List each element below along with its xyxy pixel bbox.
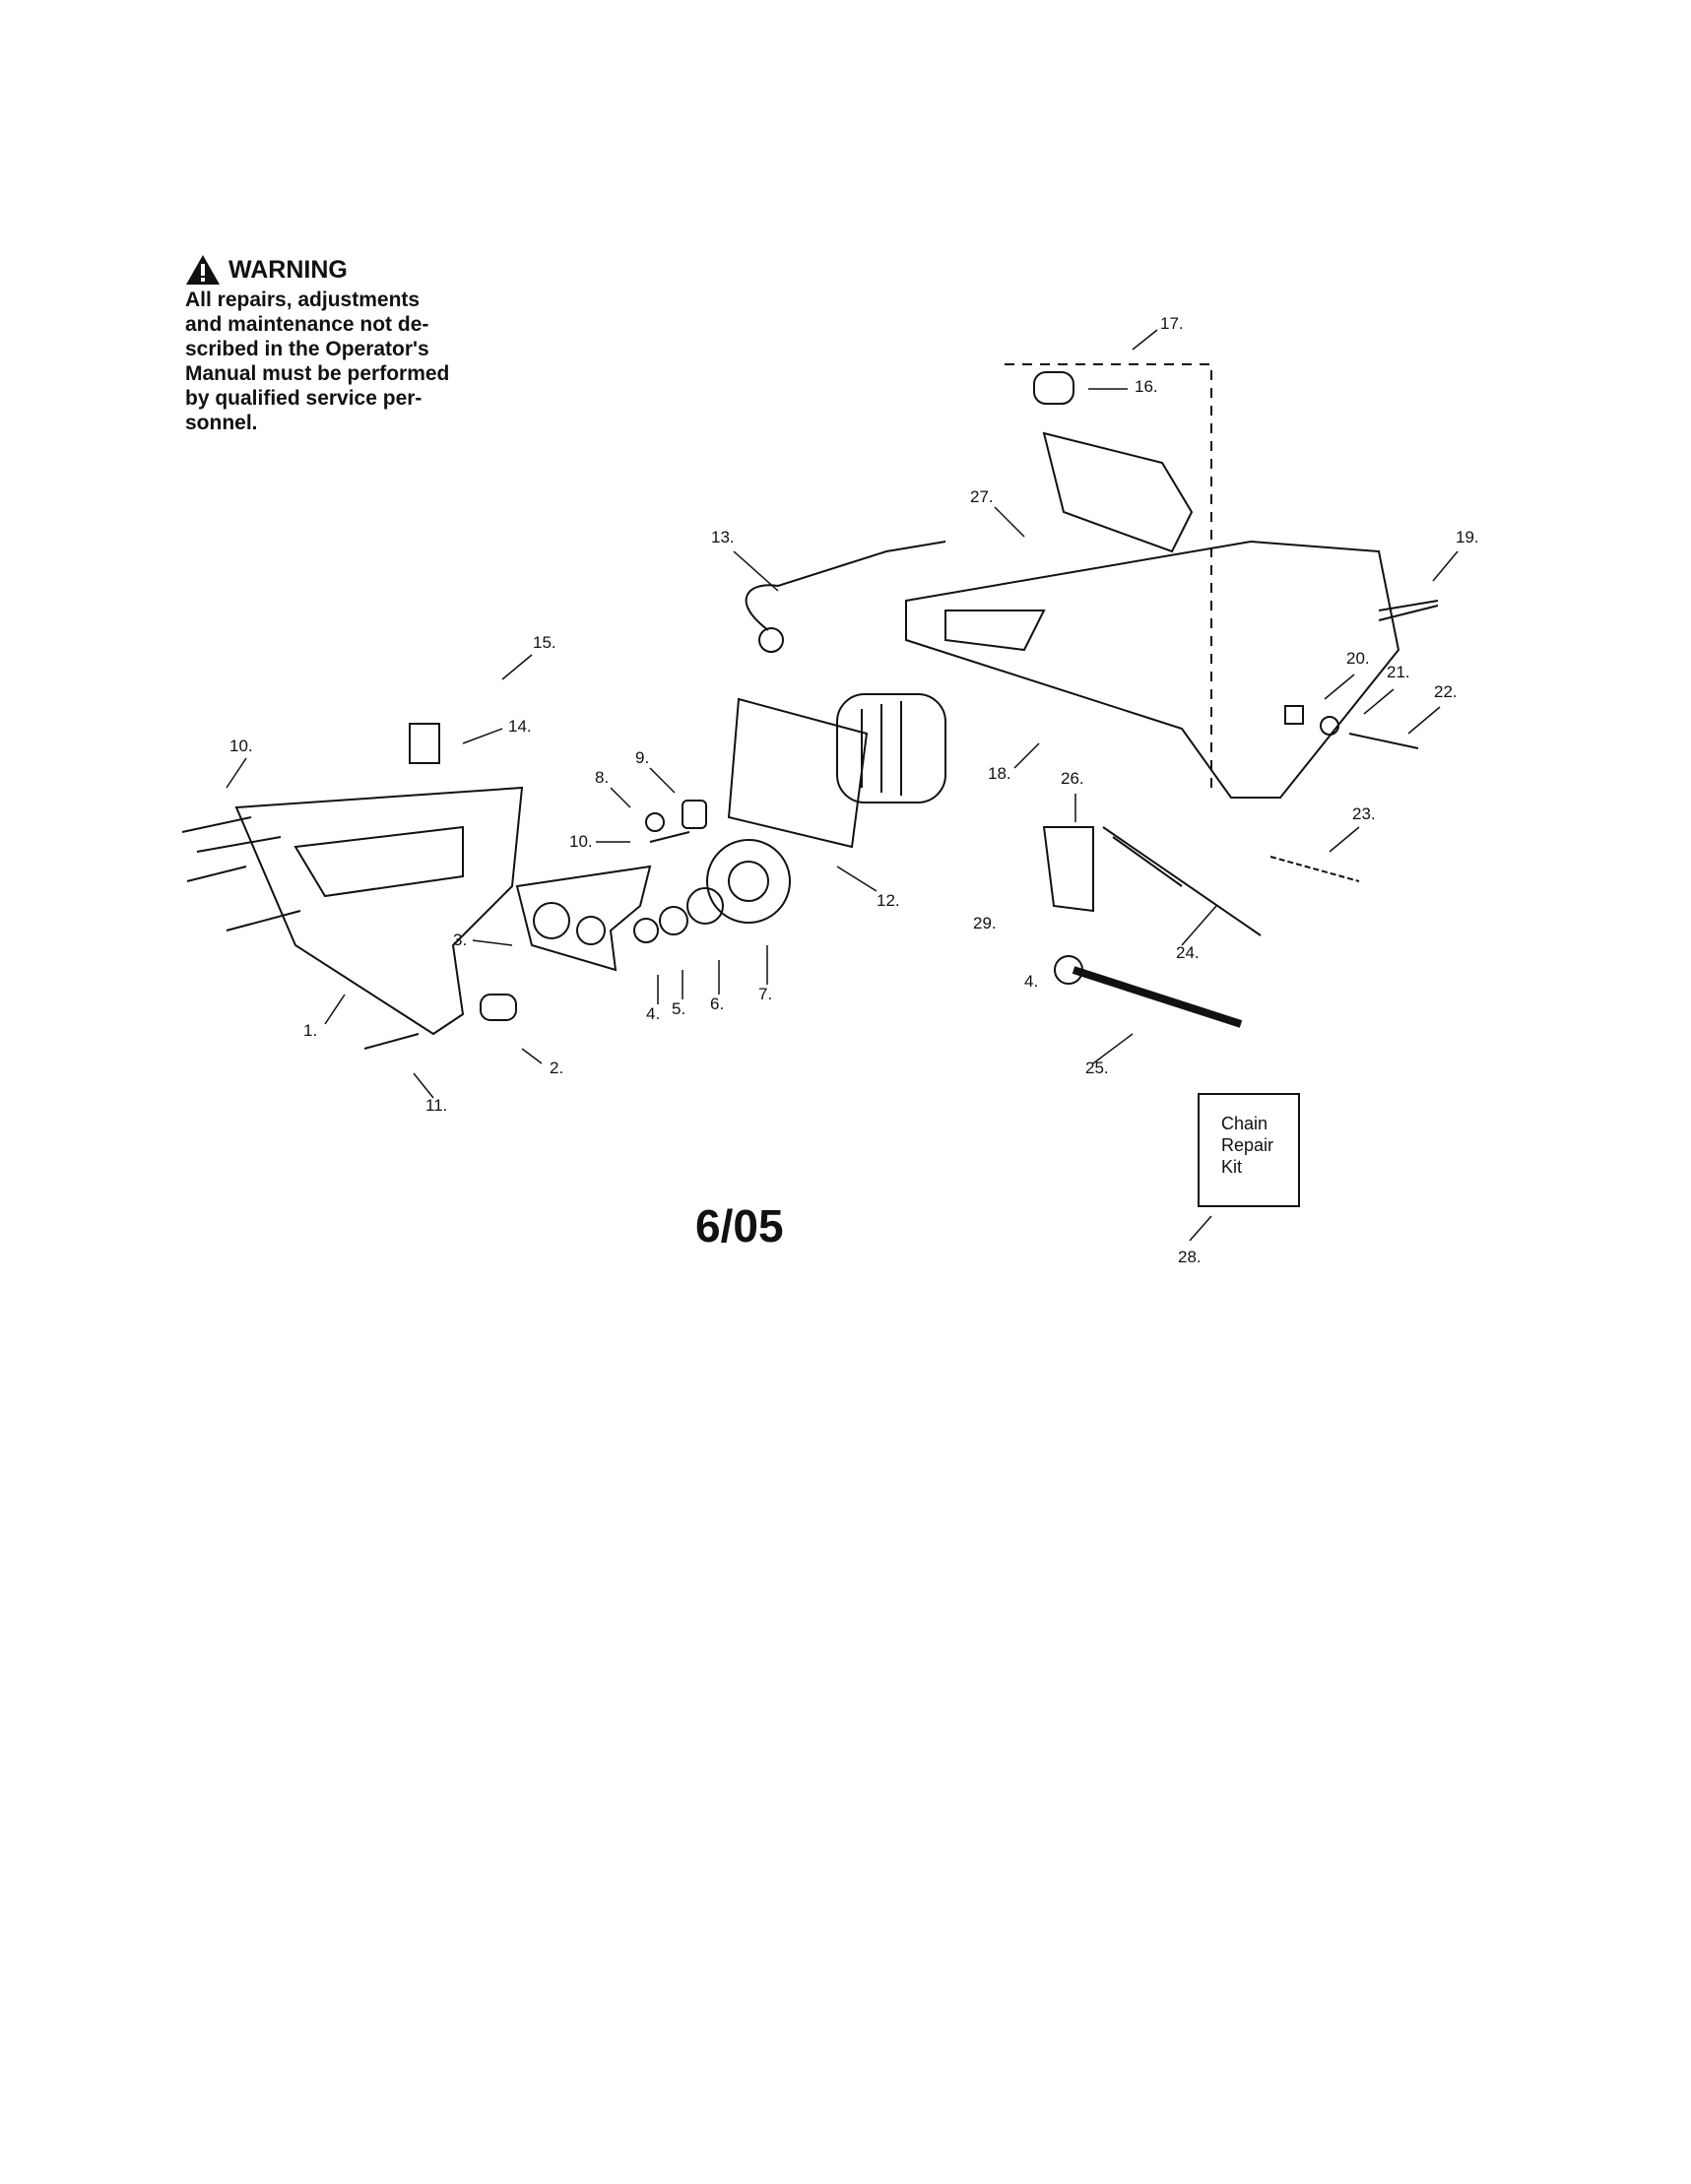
part-oil-cap	[1033, 371, 1074, 405]
callout-27: 27.	[970, 487, 994, 506]
warning-line: sonnel.	[185, 412, 258, 434]
part-side-cover	[234, 786, 524, 1036]
part-screw	[1348, 733, 1419, 749]
part-adjuster-plate	[1042, 826, 1094, 913]
part-power-cord	[745, 541, 946, 631]
callout-20: 20.	[1346, 649, 1370, 668]
part-plate	[515, 865, 652, 972]
warning-line: and maintenance not de-	[185, 313, 429, 336]
warning-text: All repairs, adjustments and maintenance…	[185, 288, 490, 435]
part-wrench	[1072, 966, 1243, 1028]
part-retaining-ring	[645, 812, 665, 832]
warning-notice: WARNING All repairs, adjustments and mai…	[185, 254, 490, 435]
callout-11: 11.	[425, 1096, 447, 1115]
callout-3: 3.	[453, 931, 467, 949]
part-gear	[706, 839, 791, 924]
part-oil-tank	[1042, 431, 1194, 553]
part-motor	[836, 693, 946, 803]
warning-header: WARNING	[185, 254, 490, 286]
part-pinion	[682, 800, 707, 829]
callout-26: 26.	[1061, 769, 1084, 788]
callout-2: 2.	[550, 1059, 563, 1077]
callout-17: 17.	[1160, 314, 1184, 333]
callout-10: 10.	[229, 737, 253, 755]
part-chain	[1269, 856, 1360, 882]
part-screw-set	[181, 816, 252, 833]
part-side-cover-inner	[293, 825, 464, 898]
callout-14: 14.	[508, 717, 532, 736]
warning-heading: WARNING	[228, 255, 348, 284]
callout-22: 22.	[1434, 682, 1458, 701]
part-main-housing	[905, 540, 1400, 799]
part-washer-2	[1320, 716, 1339, 736]
callout-28: 28.	[1178, 1248, 1202, 1266]
callout-4: 4.	[646, 1004, 660, 1023]
part-spacer	[480, 994, 517, 1021]
date-code: 6/05	[695, 1200, 784, 1252]
warning-line: scribed in the Operator's	[185, 338, 429, 360]
warning-triangle-icon	[186, 255, 220, 285]
callout-8: 8.	[595, 768, 609, 787]
kit-line: Kit	[1221, 1157, 1243, 1177]
part-bar	[1102, 826, 1262, 936]
part-motor-housing	[727, 697, 869, 849]
chain-repair-kit-box: Chain Repair Kit	[1198, 1093, 1300, 1207]
callout-15: 15.	[533, 633, 556, 652]
part-washer	[659, 906, 688, 935]
kit-line: Repair	[1221, 1135, 1274, 1155]
callout-18: 18.	[988, 764, 1011, 783]
warning-line: Manual must be performed	[185, 362, 450, 385]
warning-line: All repairs, adjustments	[185, 289, 421, 311]
part-bolt	[1378, 600, 1439, 611]
part-clip	[1284, 705, 1304, 725]
callout-12: 12.	[877, 891, 900, 910]
part-nut	[633, 918, 659, 943]
callout-9: 9.	[635, 748, 649, 767]
callout-10b: 10.	[569, 832, 593, 851]
callout-23: 23.	[1352, 804, 1376, 823]
callout-29: 29.	[973, 914, 997, 932]
callout-6: 6.	[710, 995, 724, 1013]
kit-line: Chain	[1221, 1114, 1268, 1133]
callout-25: 25.	[1085, 1059, 1109, 1077]
callout-21: 21.	[1387, 663, 1410, 681]
callout-24: 24.	[1176, 943, 1200, 962]
callout-1: 1.	[303, 1021, 317, 1040]
callout-16: 16.	[1135, 377, 1158, 396]
part-switch	[409, 723, 440, 764]
callout-19: 19.	[1456, 528, 1479, 546]
part-bushing	[686, 887, 724, 925]
callout-13: 13.	[711, 528, 735, 546]
warning-line: by qualified service per-	[185, 387, 423, 410]
callout-5: 5.	[672, 999, 685, 1018]
callout-7: 7.	[758, 985, 772, 1003]
callout-4b: 4.	[1024, 972, 1038, 991]
